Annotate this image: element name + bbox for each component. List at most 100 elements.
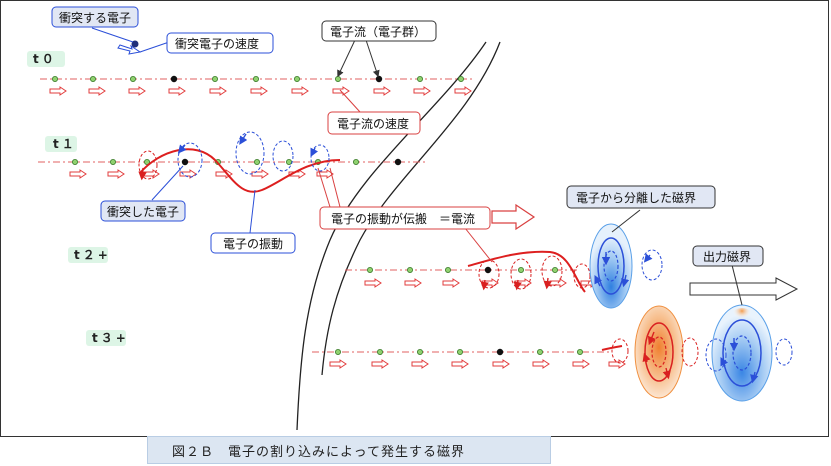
electron-dot-icon <box>52 76 59 83</box>
electron-dot-icon <box>293 76 300 83</box>
svg-text:電子流（電子群）: 電子流（電子群） <box>330 25 426 39</box>
velocity-arrow-icon <box>107 169 125 179</box>
field-loop-icon <box>541 255 563 287</box>
velocity-arrow-icon <box>209 86 227 96</box>
callout-collided-electron: 衝突した電子 <box>100 200 186 222</box>
velocity-arrow-icon <box>404 278 422 288</box>
electron-dot-icon <box>181 158 189 166</box>
electron-dot-icon <box>131 40 139 48</box>
t2-vibration <box>467 249 663 293</box>
electron-dot-icon <box>375 75 383 83</box>
callout-colliding-electron-velocity: 衝突電子の速度 <box>166 32 274 54</box>
velocity-arrow-icon <box>142 169 160 179</box>
electron-dot-icon <box>406 266 413 273</box>
velocity-arrow-icon <box>69 169 87 179</box>
field-loop-icon <box>510 258 532 290</box>
field-loop-icon <box>310 144 330 172</box>
electron-dot-icon <box>90 76 97 83</box>
velocity-arrow-icon <box>179 169 197 179</box>
electron-dot-icon <box>252 76 259 83</box>
conductor-boundary-left <box>296 41 487 431</box>
electron-dot-icon <box>110 158 117 165</box>
velocity-arrow-icon <box>572 359 590 369</box>
velocity-arrow-icon <box>251 169 269 179</box>
svg-text:衝突した電子: 衝突した電子 <box>107 204 179 219</box>
electron-dot-icon <box>577 348 584 355</box>
velocity-arrow-icon <box>413 86 431 96</box>
t2-wave <box>467 250 586 293</box>
electron-dot-icon <box>416 76 423 83</box>
velocity-arrow-icon <box>88 86 106 96</box>
svg-text:衝突する電子: 衝突する電子 <box>59 10 131 25</box>
svg-text:t０: t０ <box>33 52 57 66</box>
svg-text:t３+: t３+ <box>92 331 129 345</box>
svg-text:電子から分離した磁界: 電子から分離した磁界 <box>576 190 696 205</box>
output-field-arrow <box>689 277 799 301</box>
field-ring-orange <box>601 305 699 399</box>
electron-dot-icon <box>518 266 525 273</box>
svg-text:電子の振動が伝搬 ＝電流: 電子の振動が伝搬 ＝電流 <box>331 211 475 226</box>
velocity-arrow-icon <box>411 359 429 369</box>
electron-dot-icon <box>253 158 260 165</box>
velocity-arrow-icon <box>291 86 309 96</box>
electron-dot-icon <box>457 76 464 83</box>
figure-caption: 図２Ｂ 電子の割り込みによって発生する磁界 <box>147 436 551 464</box>
field-loop-icon <box>177 142 203 178</box>
output-field-ring <box>705 304 793 402</box>
svg-text:衝突電子の速度: 衝突電子の速度 <box>175 36 259 51</box>
velocity-arrow-icon <box>371 359 389 369</box>
electron-dot-icon <box>129 76 136 83</box>
propagation-arrow <box>491 203 536 231</box>
time-tag-t2: t２+ <box>68 247 111 263</box>
svg-text:電子の振動: 電子の振動 <box>223 237 283 251</box>
time-tag-t1: t１ <box>45 136 77 152</box>
velocity-arrow-icon <box>442 278 460 288</box>
leader-lines <box>91 27 743 306</box>
velocity-arrow-icon <box>128 86 146 96</box>
electron-dot-icon <box>334 76 341 83</box>
velocity-arrow-icon <box>316 169 334 179</box>
electron-dot-icon <box>444 266 451 273</box>
electron-dot-icon <box>72 158 79 165</box>
svg-text:出力磁界: 出力磁界 <box>703 249 751 264</box>
velocity-arrow-icon <box>492 359 510 369</box>
callout-separated-field: 電子から分離した磁界 <box>566 185 716 209</box>
velocity-arrow-icon <box>451 359 469 369</box>
callout-electron-vibration: 電子の振動 <box>210 232 296 254</box>
velocity-arrow-icon <box>364 278 382 288</box>
velocity-arrow-icon <box>608 359 626 369</box>
electron-dot-icon <box>366 266 373 273</box>
velocity-arrows <box>49 86 626 369</box>
electron-dot-icon <box>352 158 359 165</box>
electron-dot-icon <box>376 348 383 355</box>
electron-dot-icon <box>285 158 292 165</box>
separated-field-ring <box>589 223 633 309</box>
field-loop-icon <box>138 150 158 180</box>
svg-text:電子流の速度: 電子流の速度 <box>337 116 409 131</box>
velocity-arrow-icon <box>117 44 142 55</box>
electron-dot-icon <box>416 348 423 355</box>
electron-dot-icon <box>537 348 544 355</box>
velocity-arrow-icon <box>168 86 186 96</box>
callout-electron-flow-velocity: 電子流の速度 <box>327 111 421 135</box>
time-tag-t3: t３+ <box>86 330 129 346</box>
velocity-arrow-icon <box>373 86 391 96</box>
electron-dot-icon <box>394 158 402 166</box>
callout-colliding-electron: 衝突する電子 <box>51 6 139 28</box>
electron-dot-icon <box>170 75 178 83</box>
electron-dot-icon <box>552 266 559 273</box>
velocity-arrow-icon <box>250 86 268 96</box>
field-loop-icon <box>478 259 500 289</box>
field-loop-icon <box>641 249 663 281</box>
field-loop-icon <box>235 131 265 175</box>
t1-vibration <box>138 131 341 193</box>
velocity-arrow-icon <box>454 86 472 96</box>
velocity-arrow-icon <box>329 359 347 369</box>
velocity-arrow-icon <box>532 359 550 369</box>
electron-dot-icon <box>484 266 492 274</box>
electron-dot-icon <box>211 76 218 83</box>
field-loop-icon <box>272 140 294 172</box>
field-loop-icon <box>573 263 591 289</box>
callout-vibration-propagation: 電子の振動が伝搬 ＝電流 <box>319 206 491 230</box>
svg-text:t２+: t２+ <box>74 248 111 262</box>
